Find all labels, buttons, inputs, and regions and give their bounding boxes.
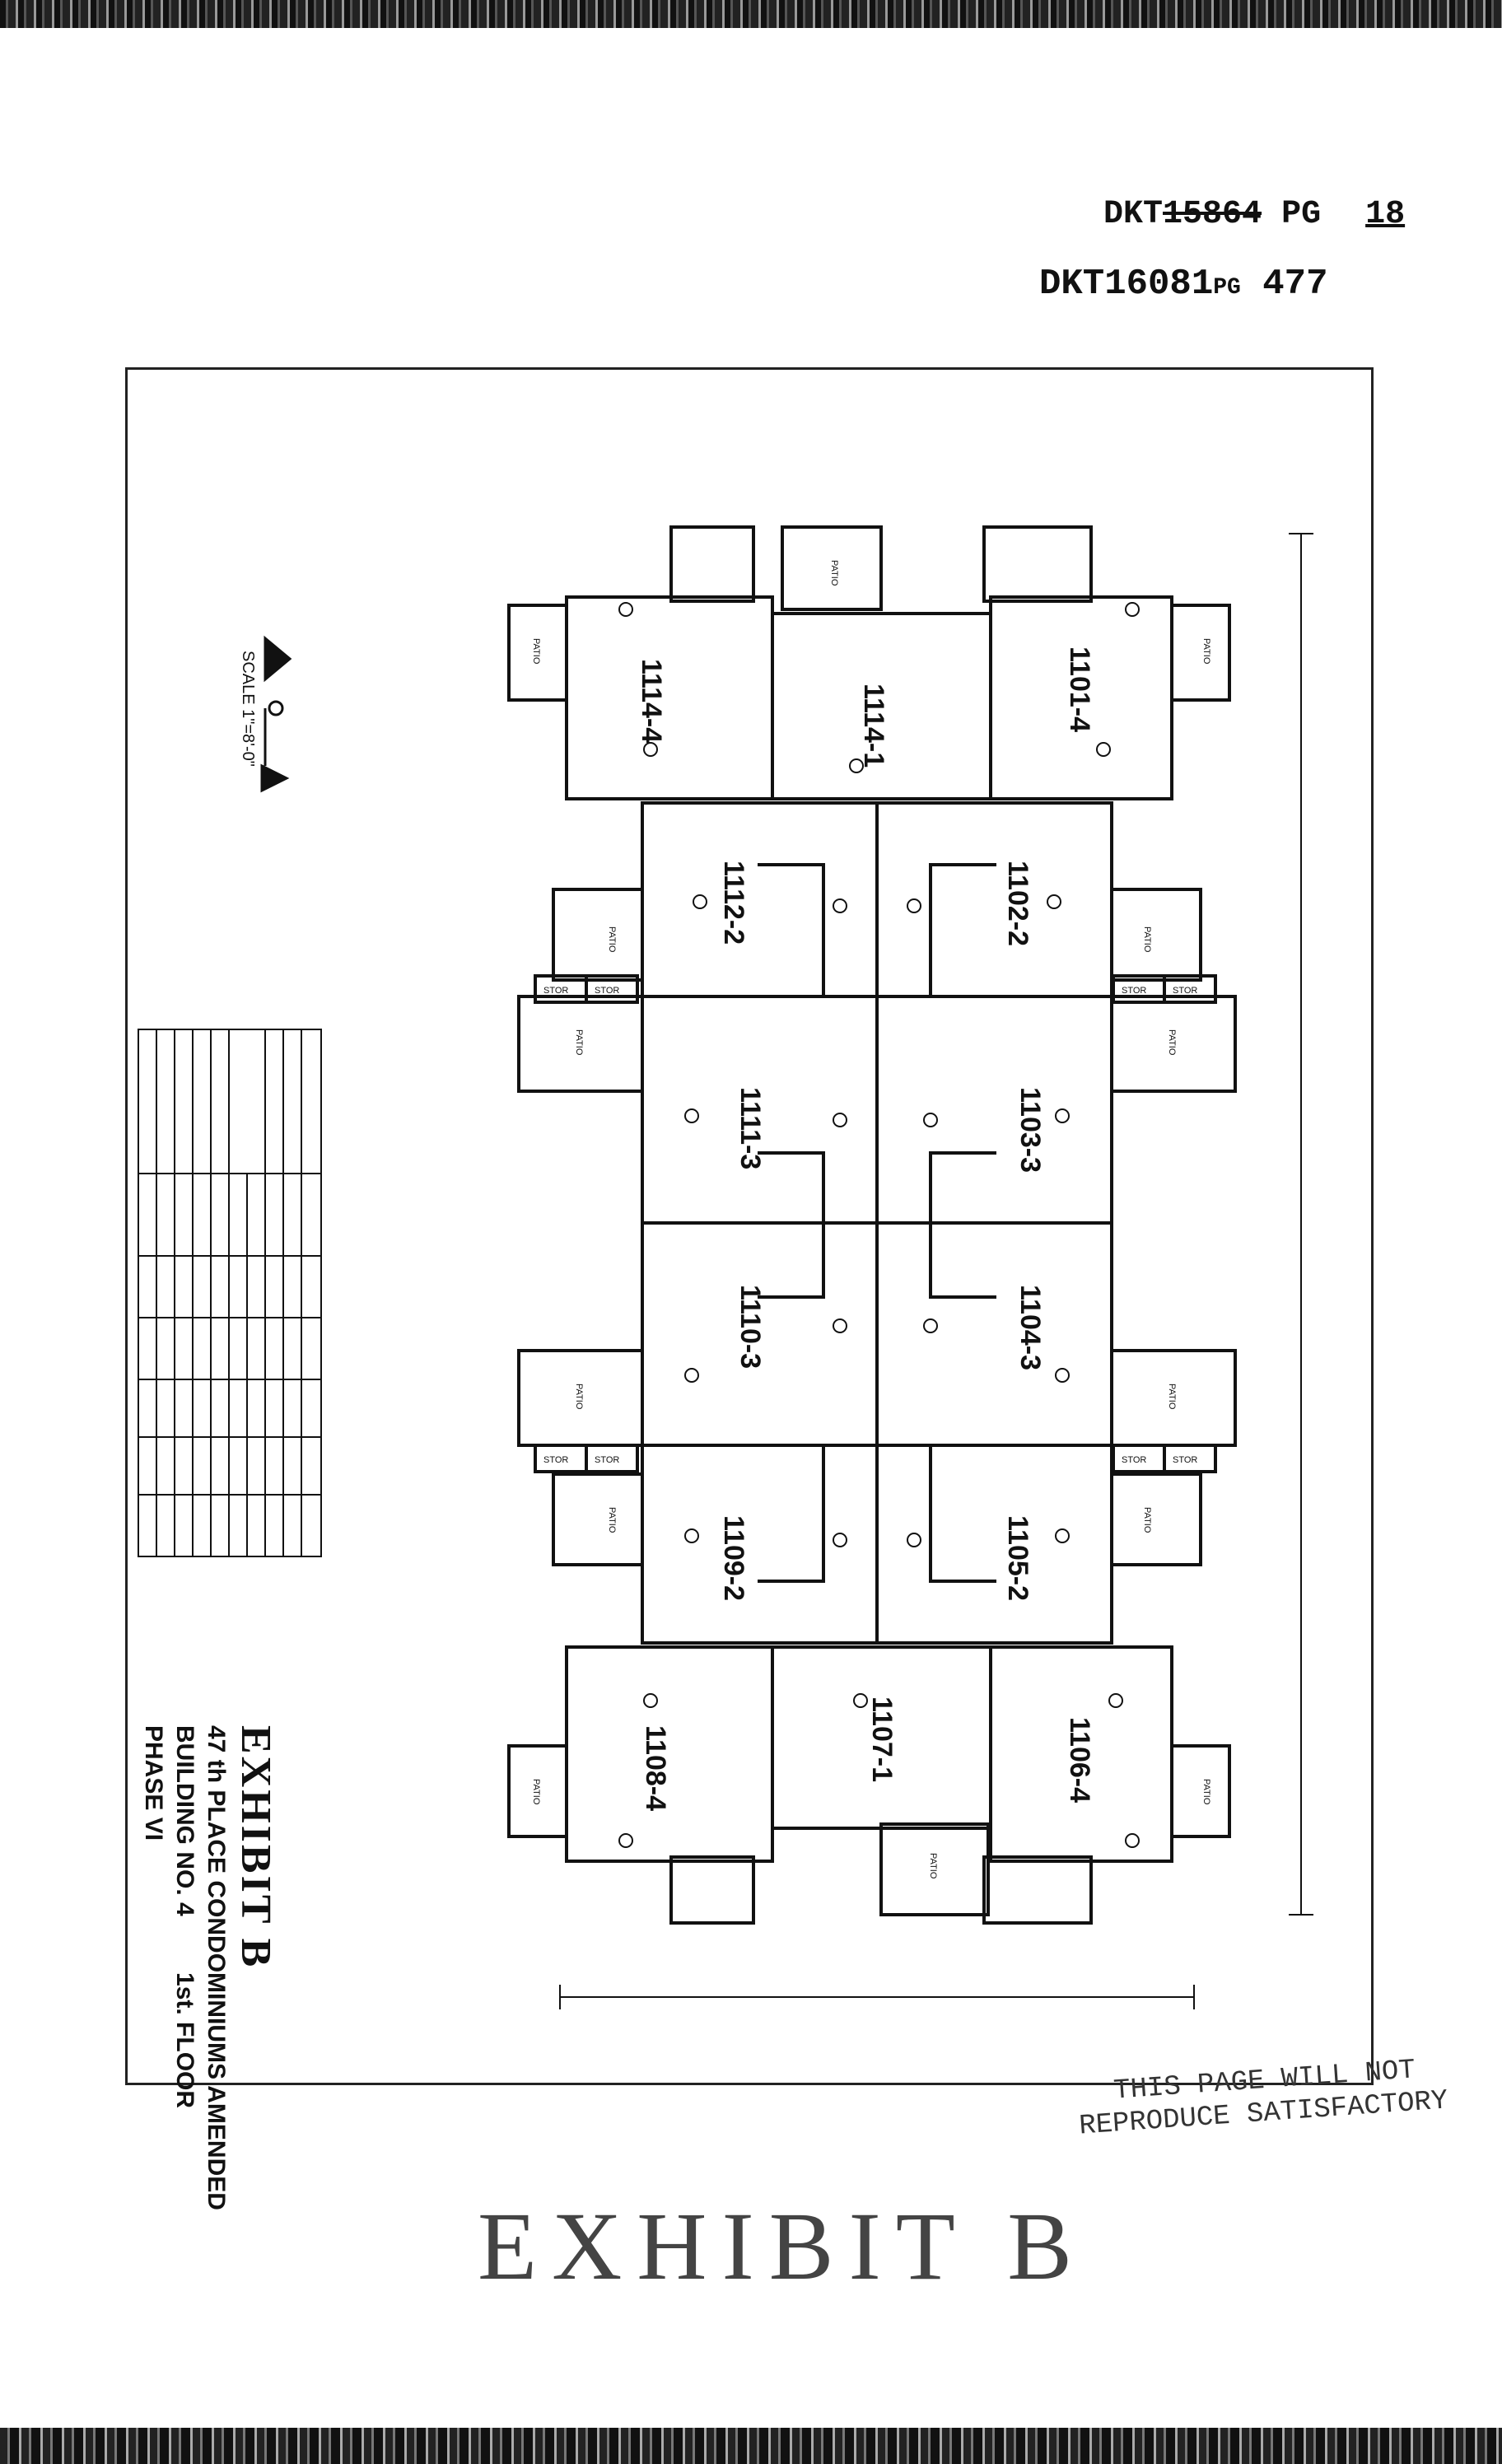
floor-number: 1st. FLOOR [171, 1972, 198, 2109]
ref2-pg: PG [1213, 275, 1241, 301]
ref1-prefix: DKT [1103, 196, 1164, 233]
unit-label: 1109-2 [718, 1515, 749, 1601]
stor-label: STOR [595, 986, 619, 996]
drawing-frame [125, 367, 1374, 2085]
unit-label: 1114-1 [858, 684, 889, 768]
book-page-ref-1: DKT15864 PG 18 [1103, 196, 1405, 233]
ref1-struck-book: 15864 [1163, 196, 1262, 233]
patio-label: PATIO [1167, 1029, 1177, 1056]
ref2-page: 477 [1262, 264, 1328, 305]
stor-label: STOR [543, 1455, 568, 1465]
unit-label: 1105-2 [1002, 1515, 1033, 1601]
ref2-prefix: DKT [1039, 264, 1105, 305]
building-floor: BUILDING NO. 4 1st. FLOOR [169, 1725, 200, 2210]
title-block: EXHIBIT B 47 th PLACE CONDOMINIUMS AMEND… [138, 1725, 280, 2210]
patio-label: PATIO [1201, 1779, 1211, 1805]
unit-label: 1106-4 [1064, 1717, 1095, 1803]
unit-label: 1103-3 [1015, 1087, 1046, 1173]
patio-label: PATIO [607, 1507, 617, 1533]
unit-label: 1102-2 [1002, 861, 1033, 946]
plan-walls [507, 525, 1237, 1925]
project-name: 47 th PLACE CONDOMINIUMS AMENDED [203, 1725, 230, 2210]
patio-label: PATIO [607, 926, 617, 953]
north-arrow-icon [260, 635, 292, 793]
scale-label: SCALE 1"=8'-0" [239, 651, 257, 767]
building-number: BUILDING NO. 4 [171, 1725, 198, 1916]
stor-label: STOR [1173, 1455, 1197, 1465]
book-page-ref-2: DKT16081PG 477 [1039, 264, 1327, 305]
stor-label: STOR [543, 986, 568, 996]
patio-label: PATIO [531, 1779, 541, 1805]
unit-label: 1107-1 [866, 1696, 898, 1782]
ref1-pg: PG [1281, 196, 1322, 233]
patio-label: PATIO [829, 560, 839, 586]
stor-label: STOR [1173, 986, 1197, 996]
unit-label: 1108-4 [640, 1725, 671, 1811]
patio-label: PATIO [928, 1853, 938, 1879]
unit-labels: 1114-1 1114-4 1101-4 1112-2 1102-2 1111-… [636, 646, 1095, 1811]
unit-label: 1114-4 [636, 659, 667, 743]
area-schedule-table [138, 1029, 322, 1557]
exhibit-title: EXHIBIT B [232, 1725, 279, 1970]
room-labels: PATIO PATIO PATIO PATIO PATIO PATIO PATI… [531, 560, 1211, 1879]
stor-label: STOR [1122, 1455, 1146, 1465]
ref2-book: 16081 [1104, 264, 1214, 305]
stor-label: STOR [595, 1455, 619, 1465]
dimension-lines [559, 533, 1313, 2009]
patio-label: PATIO [1142, 926, 1152, 953]
unit-label: 1112-2 [718, 861, 749, 945]
phase: PHASE VI [140, 1725, 167, 1841]
unit-label: 1111-3 [735, 1087, 766, 1169]
fixture-markers [618, 602, 1140, 1848]
patio-label: PATIO [574, 1384, 584, 1410]
patio-label: PATIO [1201, 638, 1211, 665]
unit-label: 1104-3 [1015, 1285, 1046, 1370]
patio-label: PATIO [1142, 1507, 1152, 1533]
unit-label: 1101-4 [1064, 646, 1095, 732]
unit-label: 1110-3 [735, 1285, 766, 1369]
patio-label: PATIO [574, 1029, 584, 1056]
stor-label: STOR [1122, 986, 1146, 996]
exhibit-footer-stamp: EXHIBIT B [478, 2192, 1087, 2300]
patio-label: PATIO [1167, 1384, 1177, 1410]
scan-noise-top [0, 0, 1502, 28]
ref1-page: 18 [1365, 196, 1406, 233]
patio-label: PATIO [531, 638, 541, 665]
scan-noise-bottom [0, 2428, 1502, 2464]
